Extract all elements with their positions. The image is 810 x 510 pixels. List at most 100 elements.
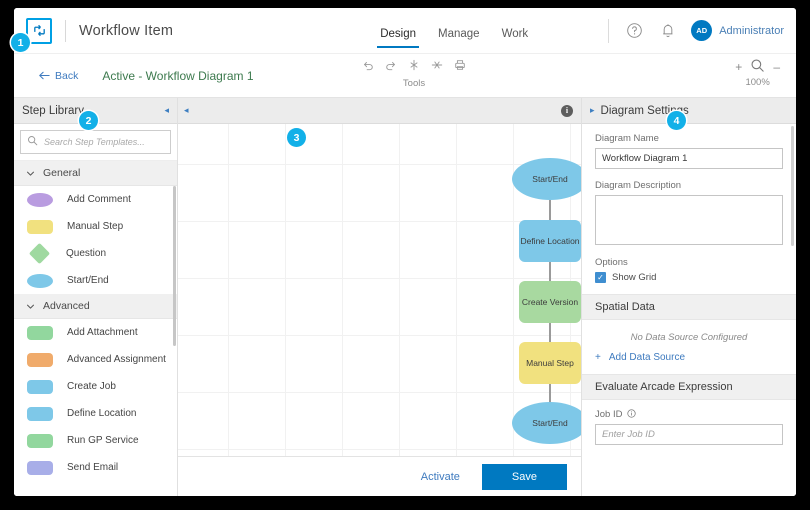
diagram-settings-header: ▸ Diagram Settings	[582, 98, 796, 124]
diagram-description-label: Diagram Description	[595, 180, 783, 191]
group-label: General	[43, 167, 80, 179]
expand-right-icon[interactable]: ▸	[590, 105, 595, 116]
list-item-label: Manual Step	[67, 221, 123, 232]
step-shape-swatch	[27, 274, 53, 288]
tab-work[interactable]: Work	[491, 8, 540, 54]
step-shape-swatch	[27, 407, 53, 421]
list-item[interactable]: Run GP Service	[14, 427, 177, 454]
group-header-advanced[interactable]: Advanced	[14, 294, 177, 319]
sub-header: Back Active - Workflow Diagram 1	[14, 54, 796, 98]
diagram-node-create-version[interactable]: Create Version	[519, 281, 581, 323]
tab-design[interactable]: Design	[369, 8, 427, 54]
diagram-node-manual-step[interactable]: Manual Step	[519, 342, 581, 384]
collapse-left-icon[interactable]: ◂	[184, 105, 189, 116]
list-item-label: Send Email	[67, 462, 118, 473]
print-icon[interactable]	[454, 58, 466, 76]
list-item-label: Add Comment	[67, 194, 131, 205]
step-library-list[interactable]: General Add Comment Manual Step Question…	[14, 160, 177, 496]
zoom-control: + – 100%	[735, 58, 780, 88]
list-item[interactable]: Advanced Assignment	[14, 346, 177, 373]
header-divider	[65, 20, 66, 42]
list-item[interactable]: Define Location	[14, 400, 177, 427]
job-id-label: Job ID	[595, 409, 622, 420]
app-title: Workflow Item	[79, 23, 173, 39]
info-circle-icon[interactable]	[627, 409, 636, 420]
diagram-name-field[interactable]: Workflow Diagram 1	[595, 148, 783, 169]
diagram-node-start-end-top[interactable]: Start/End	[512, 158, 581, 200]
list-item[interactable]: Manual Step	[14, 213, 177, 240]
show-grid-checkbox-row[interactable]: ✓ Show Grid	[595, 272, 783, 283]
add-data-source-label: Add Data Source	[609, 352, 685, 363]
step-shape-swatch	[27, 461, 53, 475]
search-input[interactable]: Search Step Templates...	[20, 130, 171, 154]
chevron-down-icon	[26, 302, 35, 311]
tools-label: Tools	[403, 78, 425, 89]
align-horizontal-icon[interactable]	[408, 58, 420, 76]
app-window: Workflow Item Design Manage Work	[14, 8, 796, 496]
list-item[interactable]: Add Comment	[14, 186, 177, 213]
user-name[interactable]: Administrator	[719, 25, 784, 37]
back-button[interactable]: Back	[38, 70, 78, 82]
workflow-logo-icon[interactable]	[26, 18, 52, 44]
zoom-out-button[interactable]: –	[773, 60, 780, 74]
save-button[interactable]: Save	[482, 464, 567, 490]
list-item[interactable]: Question	[14, 240, 177, 267]
group-header-general[interactable]: General	[14, 161, 177, 186]
undo-icon[interactable]	[362, 58, 374, 76]
tools-group: Tools	[362, 58, 466, 89]
app-header: Workflow Item Design Manage Work	[14, 8, 796, 54]
diagram-node-start-end-bottom[interactable]: Start/End	[512, 402, 581, 444]
list-item[interactable]: Start/End	[14, 267, 177, 294]
settings-fields: Diagram Name Workflow Diagram 1 Diagram …	[582, 124, 796, 283]
step-shape-swatch	[27, 220, 53, 234]
step-shape-swatch	[29, 243, 50, 264]
search-wrapper: Search Step Templates...	[14, 124, 177, 160]
step-shape-swatch	[27, 326, 53, 340]
collapse-left-icon[interactable]: ◂	[164, 105, 169, 116]
diagram-description-field[interactable]	[595, 195, 783, 245]
list-item-label: Start/End	[67, 275, 109, 286]
info-icon[interactable]: i	[561, 105, 573, 117]
help-circle-icon[interactable]	[623, 20, 645, 42]
node-label: Define Location	[520, 236, 579, 246]
checkbox-checked-icon[interactable]: ✓	[595, 272, 606, 283]
header-right-divider	[608, 19, 609, 43]
list-item[interactable]: Add Attachment	[14, 319, 177, 346]
search-placeholder: Search Step Templates...	[44, 137, 145, 147]
header-right-group: AD Administrator	[608, 19, 796, 43]
align-vertical-icon[interactable]	[431, 58, 443, 76]
node-label: Start/End	[532, 418, 567, 428]
zoom-level: 100%	[745, 77, 769, 88]
diagram-node-define-location[interactable]: Define Location	[519, 220, 581, 262]
tab-manage[interactable]: Manage	[427, 8, 491, 54]
step-shape-swatch	[27, 380, 53, 394]
bell-icon[interactable]	[657, 20, 679, 42]
diagram-canvas[interactable]: Start/End Define Location Create Version…	[178, 124, 581, 456]
spatial-data-empty-text: No Data Source Configured	[582, 320, 796, 352]
arcade-fields: Job ID Enter Job ID	[582, 400, 796, 445]
settings-scroll[interactable]: Diagram Name Workflow Diagram 1 Diagram …	[582, 124, 796, 496]
zoom-in-button[interactable]: +	[735, 60, 742, 74]
job-id-field[interactable]: Enter Job ID	[595, 424, 783, 445]
step-library-scrollbar[interactable]	[173, 186, 176, 346]
activate-button[interactable]: Activate	[413, 471, 468, 483]
list-item-label: Advanced Assignment	[67, 354, 166, 365]
list-item[interactable]: Create Job	[14, 373, 177, 400]
redo-icon[interactable]	[385, 58, 397, 76]
options-label: Options	[595, 257, 783, 268]
group-label: Advanced	[43, 300, 90, 312]
list-item-label: Run GP Service	[67, 435, 139, 446]
avatar[interactable]: AD	[691, 20, 712, 41]
list-item[interactable]: Send Email	[14, 454, 177, 481]
step-library-title: Step Library	[22, 105, 84, 117]
settings-scrollbar[interactable]	[791, 126, 794, 246]
search-icon	[27, 133, 38, 151]
spatial-data-heading: Spatial Data	[582, 294, 796, 320]
step-library-panel: Step Library ◂ Search Step Templates...	[14, 98, 178, 496]
main-nav-tabs: Design Manage Work	[369, 8, 539, 54]
back-label: Back	[55, 70, 78, 82]
add-data-source-button[interactable]: + Add Data Source	[582, 352, 796, 374]
node-label: Start/End	[532, 174, 567, 184]
tool-icon-row	[362, 58, 466, 76]
magnifier-icon[interactable]	[750, 58, 765, 76]
